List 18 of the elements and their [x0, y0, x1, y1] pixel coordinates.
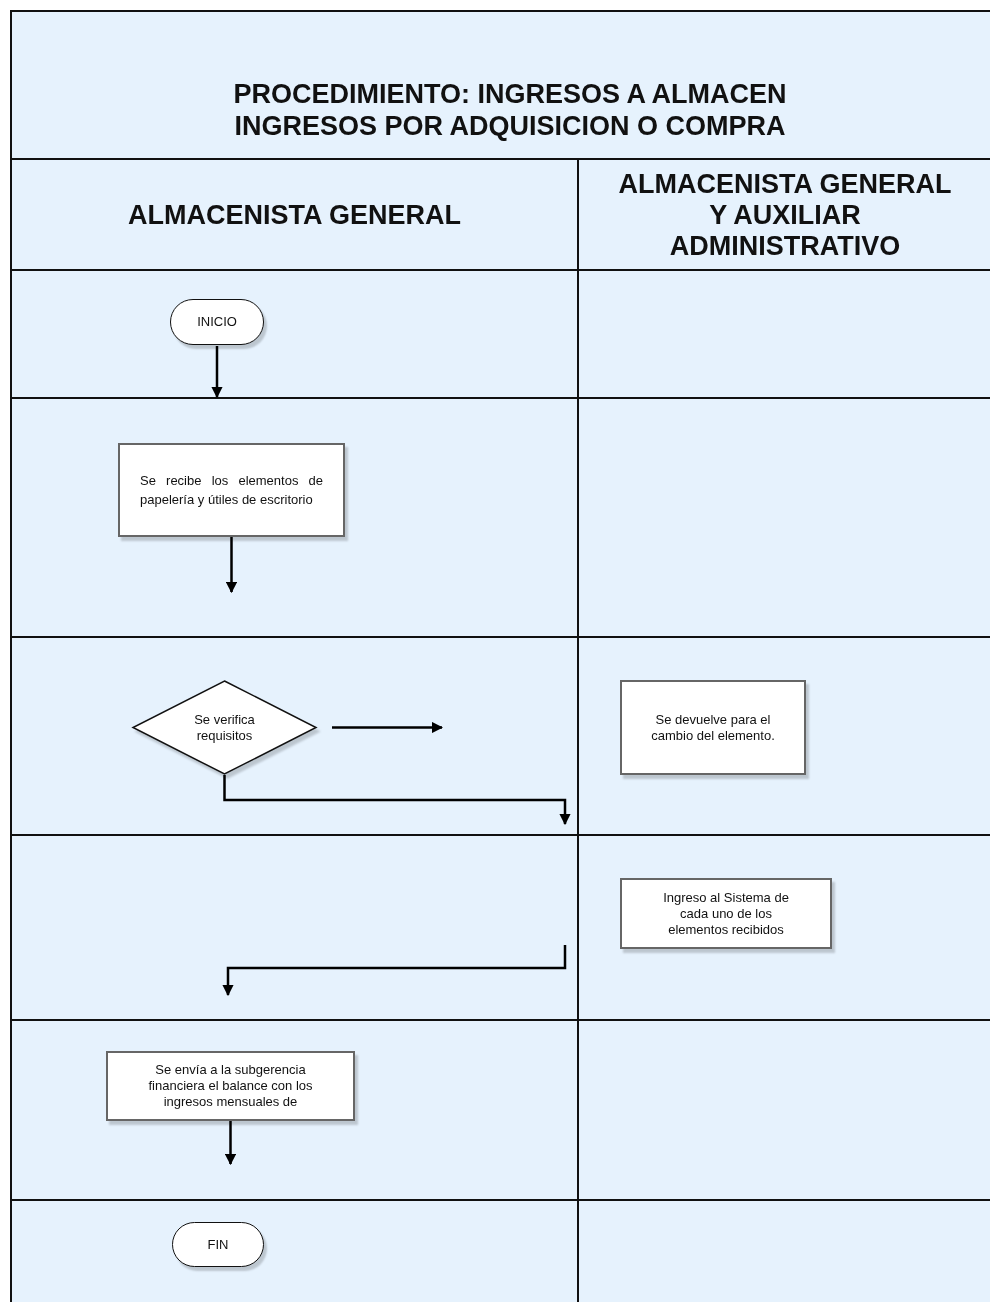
arrow [211, 346, 223, 399]
arrow [224, 1121, 237, 1166]
arrow [222, 945, 567, 997]
decision-diamond: Se verifica requisitos [132, 680, 317, 775]
title: PROCEDIMIENTO: INGRESOS A ALMACEN INGRESOS POR ADQUISICION O COMPRA [232, 78, 788, 142]
lane-heading: ALMACENISTA GENERAL Y AUXILIAR ADMINISTRATIVO [617, 167, 953, 263]
arrow [225, 537, 238, 594]
terminator-shape: INICIO [170, 299, 264, 345]
process-box: Ingreso al Sistema de cada uno de los elementos recibidos [620, 878, 832, 949]
terminator-shape: FIN [172, 1222, 264, 1267]
process-box: Se devuelve para el cambio del elemento. [620, 680, 806, 775]
arrow [332, 721, 444, 734]
swimlane [577, 158, 990, 1302]
lane-heading: ALMACENISTA GENERAL [127, 198, 462, 232]
swimlane [10, 158, 579, 1302]
arrow [223, 775, 571, 826]
process-box: Se recibe los elementos de papelería y útiles de escritorio [118, 443, 345, 537]
process-box: Se envía a la subgerencia financiera el balance con los ingresos mensuales de [106, 1051, 355, 1121]
